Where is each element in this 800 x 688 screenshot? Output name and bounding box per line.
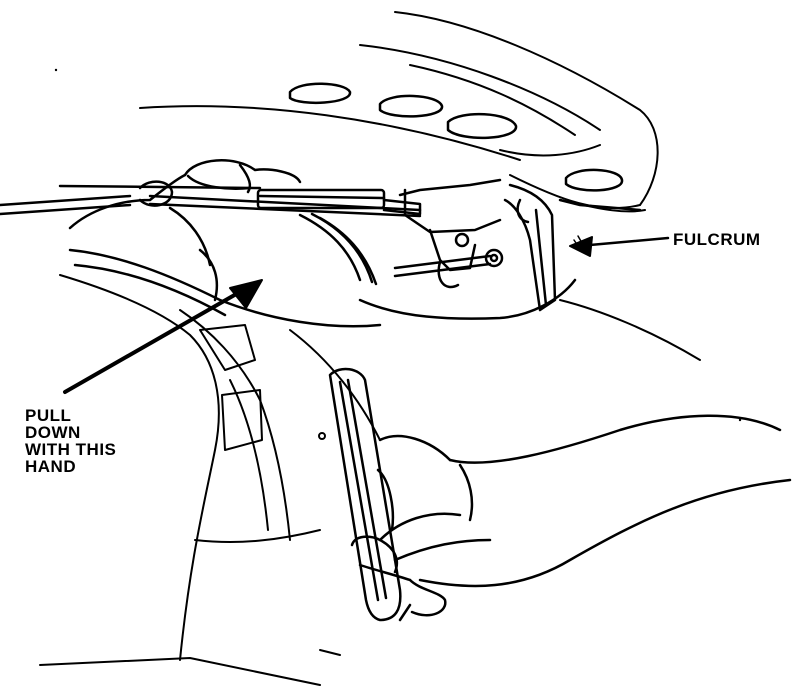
upper-hand (68, 159, 382, 328)
interior-trim-panels (39, 274, 701, 686)
pull-label-line-4: HAND (25, 457, 77, 476)
pull-down-instruction-label: PULL DOWN WITH THIS HAND (25, 407, 116, 475)
lower-hand-and-lever (328, 367, 792, 622)
support-rod (0, 184, 422, 218)
pull-label-line-1: PULL (25, 406, 72, 425)
vehicle-body-outline (139, 11, 659, 213)
pull-label-line-2: DOWN (25, 423, 81, 442)
fulcrum-label: FULCRUM (673, 230, 761, 249)
hinge-bracket (298, 178, 642, 320)
pull-label-line-3: WITH THIS (25, 440, 117, 459)
arrow-to-hand-icon (63, 279, 263, 394)
scan-specks (54, 68, 742, 422)
arrow-to-fulcrum-icon (569, 235, 670, 257)
roof-vent-openings (288, 82, 624, 192)
